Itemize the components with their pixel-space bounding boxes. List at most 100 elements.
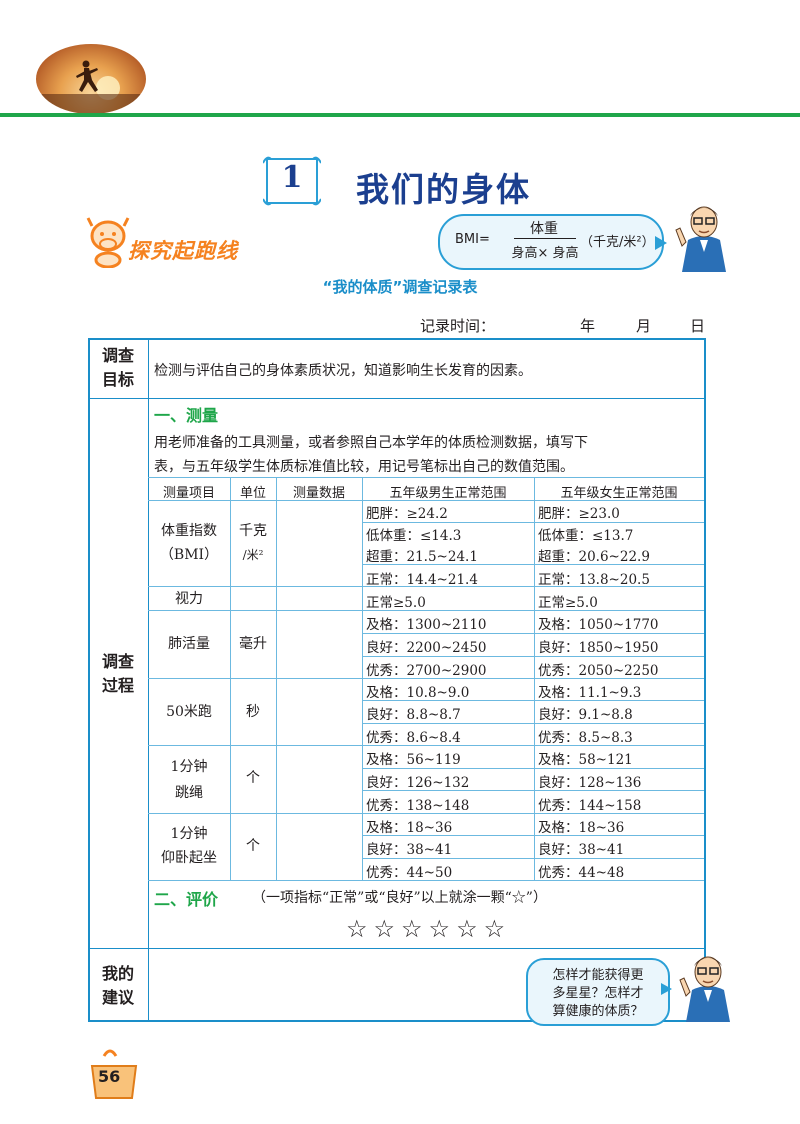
- grid-rule: [362, 700, 704, 701]
- unit-lung: 毫升: [239, 636, 267, 652]
- speech-bubble-tail: [661, 983, 672, 995]
- table-cell: 低体重：≤13.7: [538, 528, 634, 544]
- cow-mascot-icon: [86, 217, 130, 268]
- table-cell: 及格：11.1~9.3: [538, 685, 642, 701]
- table-rule: [88, 948, 706, 949]
- grid-rule: [148, 477, 704, 478]
- item-vision: 视力: [175, 591, 203, 607]
- table-cell: 及格：18~36: [538, 820, 625, 836]
- suggestion-label-line: 建议: [101, 988, 134, 1007]
- lesson-number: 1: [281, 160, 303, 195]
- goal-text: 检测与评估自己的身体素质状况，知道影响生长发育的因素。: [154, 363, 532, 379]
- grid-rule: [148, 813, 704, 814]
- process-label-line: 调查: [101, 652, 134, 671]
- header-girls: 五年级女生正常范围: [560, 486, 678, 501]
- formula-prefix: BMI=: [455, 232, 490, 247]
- grid-rule: [362, 768, 704, 769]
- table-cell: 良好：38~41: [366, 842, 453, 858]
- table-cell: 良好：1850~1950: [538, 640, 659, 656]
- formula-numerator: 体重: [530, 221, 558, 237]
- explore-label: 探究起跑线: [128, 239, 238, 263]
- grid-rule: [362, 656, 704, 657]
- table-cell: 良好：128~136: [538, 775, 642, 791]
- header-data: 测量数据: [292, 486, 345, 501]
- item-name: 仰卧起坐: [161, 850, 217, 866]
- header-rule: [0, 113, 800, 117]
- table-rule: [88, 398, 706, 399]
- grid-rule: [230, 477, 231, 880]
- rating-stars[interactable]: ☆☆☆☆☆☆: [346, 915, 512, 943]
- table-cell: 优秀：2700~2900: [366, 663, 487, 679]
- table-cell: 超重：21.5~24.1: [366, 549, 478, 565]
- table-cell: 优秀：44~50: [366, 865, 453, 881]
- table-cell: 及格：10.8~9.0: [366, 685, 470, 701]
- suggestion-label-line: 我的: [101, 964, 134, 983]
- record-time-label: 记录时间：: [420, 317, 496, 335]
- speech-line: 算健康的体质？: [552, 1004, 644, 1019]
- grid-rule: [276, 477, 277, 880]
- item-lung: 肺活量: [168, 636, 210, 652]
- header-unit: 单位: [239, 486, 266, 501]
- section1-title: 一、测量: [154, 406, 219, 425]
- table-cell: 超重：20.6~22.9: [538, 549, 650, 565]
- unit-rope: 个: [246, 770, 260, 786]
- unit-run: 秒: [246, 704, 260, 720]
- item-name: 1分钟: [170, 759, 208, 775]
- section2-title: 二、评价: [154, 890, 219, 909]
- table-cell: 优秀：8.6~8.4: [366, 730, 461, 746]
- speech-bubble: [526, 958, 670, 1026]
- table-cell: 及格：56~119: [366, 752, 461, 768]
- section2-note: （一项指标“正常”或“良好”以上就涂一颗“☆”）: [252, 890, 547, 906]
- unit-bmi: 千克 /米²: [230, 519, 276, 567]
- page-number-tag-icon: [90, 1049, 138, 1099]
- table-cell: 低体重：≤14.3: [366, 528, 462, 544]
- grid-rule: [148, 500, 704, 501]
- grid-rule: [148, 678, 704, 679]
- table-cell: 良好：2200~2450: [366, 640, 487, 656]
- unit-situps: 个: [246, 838, 260, 854]
- grid-rule: [148, 586, 704, 587]
- lesson-title: 我们的身体: [356, 170, 531, 209]
- grid-rule: [534, 477, 535, 880]
- formula-fraction-line: [514, 238, 576, 239]
- table-cell: 优秀：8.5~8.3: [538, 730, 633, 746]
- table-cell: 良好：8.8~8.7: [366, 707, 461, 723]
- survey-table: [88, 338, 706, 1022]
- table-cell: 良好：38~41: [538, 842, 625, 858]
- table-cell: 正常≥5.0: [366, 595, 426, 611]
- header-boys: 五年级男生正常范围: [389, 486, 507, 501]
- header-runner-photo: [36, 44, 146, 114]
- formula-unit: （千克/米²）: [580, 235, 655, 250]
- table-title: “我的体质”调查记录表: [322, 278, 478, 296]
- grid-rule: [362, 790, 704, 791]
- item-bmi: 体重指数 （BMI）: [148, 519, 230, 567]
- header-item: 测量项目: [162, 486, 215, 501]
- teacher-icon: [679, 956, 730, 1022]
- table-cell: 良好：9.1~8.8: [538, 707, 633, 723]
- goal-label-line: 调查: [101, 346, 134, 365]
- teacher-icon: [675, 206, 726, 272]
- table-cell: 及格：58~121: [538, 752, 633, 768]
- item-name: （BMI）: [159, 547, 219, 563]
- table-cell: 优秀：144~158: [538, 798, 642, 814]
- item-run: 50米跑: [166, 704, 212, 720]
- table-cell: 及格：18~36: [366, 820, 453, 836]
- table-cell: 优秀：44~48: [538, 865, 625, 881]
- table-cell: 优秀：138~148: [366, 798, 470, 814]
- grid-rule: [148, 880, 704, 881]
- suggestion-label: 我的 建议: [89, 962, 147, 1010]
- table-cell: 正常：13.8~20.5: [538, 572, 650, 588]
- goal-label: 调查 目标: [89, 344, 147, 392]
- process-label: 调查 过程: [89, 650, 147, 698]
- speech-line: 多星星？怎样才: [552, 986, 644, 1001]
- item-name: 1分钟: [170, 826, 208, 842]
- table-cell: 肥胖：≥23.0: [538, 506, 620, 522]
- formula-bubble-tail: [655, 236, 667, 250]
- goal-label-line: 目标: [101, 370, 134, 389]
- table-cell: 肥胖：≥24.2: [366, 506, 448, 522]
- formula-denominator: 身高× 身高: [511, 246, 579, 261]
- lesson-number-badge: [263, 156, 321, 206]
- speech-line: 怎样才能获得更: [552, 968, 644, 983]
- grid-rule: [362, 633, 704, 634]
- grid-rule: [362, 858, 704, 859]
